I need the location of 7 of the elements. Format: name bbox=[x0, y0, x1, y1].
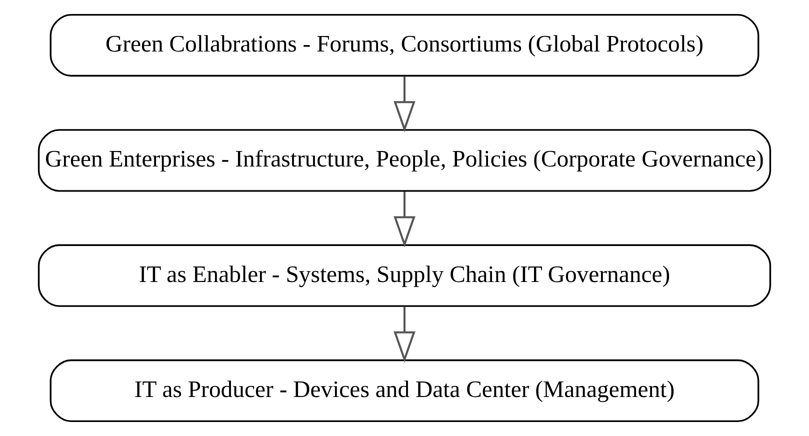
node-box: IT as Enabler - Systems, Supply Chain (IT Governance) bbox=[38, 244, 772, 307]
arrow bbox=[394, 191, 416, 248]
arrow bbox=[394, 76, 416, 132]
node-box: Green Enterprises - Infrastructure, People, Policies (Corporate Governance) bbox=[38, 129, 772, 192]
node-box: Green Collabrations - Forums, Consortiums (Global Protocols) bbox=[50, 14, 760, 77]
node-box: IT as Producer - Devices and Data Center (Management) bbox=[50, 359, 760, 422]
arrow bbox=[394, 306, 416, 363]
